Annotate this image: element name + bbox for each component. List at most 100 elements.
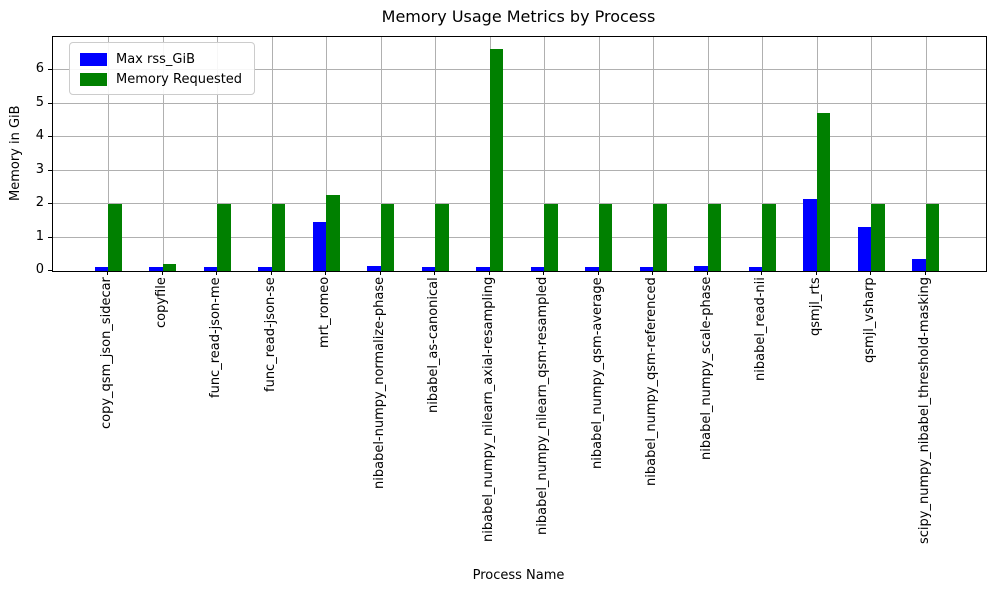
x-tick-label: mrt_romeo: [317, 277, 333, 349]
bar-memory-requested: [816, 113, 831, 271]
bar-memory-requested: [489, 48, 504, 271]
y-tick-label: 0: [35, 262, 44, 277]
bar-memory-requested: [108, 204, 122, 271]
bar-max-rss: [639, 266, 654, 271]
y-tick-label: 2: [35, 195, 44, 211]
y-tick-label: 6: [35, 61, 44, 77]
gridline-vertical: [544, 37, 546, 271]
x-tick: [325, 271, 327, 275]
x-tick: [924, 271, 926, 275]
x-tick: [815, 271, 817, 275]
gridline-vertical: [707, 37, 709, 271]
bar-memory-requested: [435, 204, 449, 271]
x-tick: [161, 271, 163, 275]
gridline-vertical: [162, 37, 164, 271]
y-tick-label: 5: [35, 94, 44, 110]
bar-memory-requested: [871, 204, 885, 271]
gridline-vertical: [925, 37, 927, 271]
gridline-horizontal: [53, 102, 986, 104]
x-tick-label: func_read-json-me: [208, 277, 224, 398]
y-tick-label: 4: [35, 128, 44, 144]
bar-max-rss: [803, 198, 817, 271]
y-tick: [48, 270, 52, 271]
plot-area: Max rss_GiB Memory Requested: [52, 36, 987, 272]
x-tick-label: copy_qsm_json_sidecar: [99, 277, 114, 429]
gridline-vertical: [871, 37, 873, 271]
legend-label-max-rss: Max rss_GiB: [116, 51, 196, 67]
gridline-vertical: [435, 37, 437, 271]
x-tick-label: nibabel_as-canonical: [426, 277, 442, 413]
x-tick-label: nibabel-numpy_normalize-phase: [371, 277, 387, 490]
bar-max-rss: [694, 265, 708, 271]
gridline-horizontal: [53, 136, 986, 138]
gridline-vertical: [762, 37, 764, 271]
bar-memory-requested: [762, 204, 776, 271]
bar-memory-requested: [217, 204, 231, 271]
x-tick-label: copyfile: [153, 277, 169, 328]
x-tick-label: scipy_numpy_nibabel_threshold-masking: [916, 277, 932, 544]
x-tick: [270, 271, 272, 275]
y-tick-label: 1: [35, 228, 44, 244]
legend: Max rss_GiB Memory Requested: [69, 42, 255, 95]
gridline-vertical: [380, 37, 382, 271]
gridline-vertical: [108, 37, 109, 271]
gridline-vertical: [653, 37, 655, 271]
bar-max-rss: [312, 221, 327, 271]
x-tick-label: nibabel_read-nii: [753, 277, 769, 381]
x-tick: [652, 271, 654, 275]
bar-memory-requested: [707, 204, 722, 271]
bar-memory-requested: [925, 204, 940, 271]
legend-swatch-memory-requested: [80, 72, 107, 86]
y-tick: [48, 169, 52, 171]
bar-memory-requested: [653, 204, 667, 271]
y-tick: [48, 102, 52, 104]
bar-memory-requested: [380, 204, 395, 271]
bar-memory-requested: [544, 204, 558, 271]
chart-title: Memory Usage Metrics by Process: [381, 7, 656, 26]
gridline-horizontal: [53, 236, 986, 238]
bar-max-rss: [94, 266, 108, 271]
bar-max-rss: [203, 266, 218, 271]
bar-memory-requested: [326, 194, 340, 271]
y-tick-label: 3: [35, 161, 44, 177]
x-tick-label: nibabel_numpy_scale-phase: [698, 277, 714, 461]
bar-max-rss: [258, 266, 272, 271]
bar-max-rss: [585, 266, 599, 271]
gridline-vertical: [326, 37, 328, 271]
x-tick-label: nibabel_numpy_nilearn_axial-resampling: [480, 277, 496, 543]
x-tick-label: nibabel_numpy_nilearn_qsm-resampled: [535, 277, 551, 536]
bar-max-rss: [748, 266, 763, 271]
x-tick: [870, 271, 872, 275]
legend-entry-memory-requested: Memory Requested: [70, 69, 254, 89]
legend-entry-max-rss: Max rss_GiB: [70, 49, 254, 69]
bar-max-rss: [476, 266, 490, 271]
y-tick: [48, 236, 52, 238]
x-tick: [706, 271, 708, 275]
y-tick: [48, 203, 52, 205]
y-tick: [48, 136, 52, 138]
gridline-horizontal: [53, 69, 986, 71]
bar-memory-requested: [271, 204, 286, 271]
bar-max-rss: [149, 266, 163, 271]
gridline-vertical: [217, 37, 219, 271]
x-tick: [107, 271, 108, 275]
gridline-vertical: [598, 37, 600, 271]
x-tick: [761, 271, 763, 275]
legend-swatch-max-rss: [80, 52, 107, 66]
x-tick: [597, 271, 599, 275]
bar-max-rss: [857, 227, 872, 271]
bar-memory-requested: [598, 204, 613, 271]
x-tick-label: nibabel_numpy_qsm-average: [589, 277, 605, 469]
bar-max-rss: [367, 265, 381, 271]
x-tick-label: qsmjl_vsharp: [862, 277, 878, 363]
x-tick: [434, 271, 436, 275]
gridline-horizontal: [53, 169, 986, 171]
x-tick: [488, 271, 490, 275]
y-tick: [48, 69, 52, 71]
x-tick: [379, 271, 381, 275]
bar-max-rss: [912, 258, 926, 271]
x-tick-label: qsmjl_rts: [807, 277, 823, 336]
x-tick: [216, 271, 218, 275]
x-tick-label: nibabel_numpy_qsm-referenced: [644, 277, 660, 486]
